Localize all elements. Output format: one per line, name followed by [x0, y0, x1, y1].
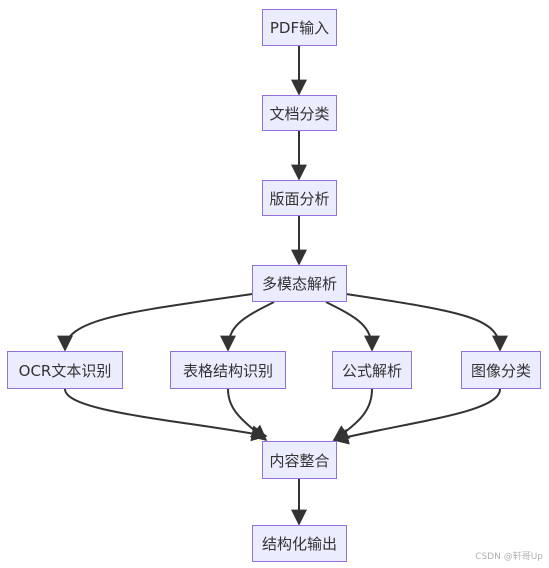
- edge-table-to-merge: [227, 388, 268, 442]
- edge-ocr-to-merge: [64, 388, 268, 442]
- node-multimodal-parse-label: 多模态解析: [261, 275, 337, 293]
- node-doc-classify: 文档分类: [262, 95, 337, 131]
- watermark-text: CSDN @轩哥Up: [475, 552, 543, 562]
- node-structured-output: 结构化输出: [252, 525, 347, 562]
- node-formula-parse: 公式解析: [332, 351, 412, 389]
- node-multimodal-parse: 多模态解析: [252, 265, 347, 302]
- node-pdf-input-label: PDF输入: [269, 19, 330, 37]
- node-image-classify: 图像分类: [461, 351, 541, 389]
- node-pdf-input: PDF输入: [262, 9, 337, 46]
- edge-multimodal-to-formula: [325, 301, 380, 352]
- node-formula-parse-label: 公式解析: [341, 361, 402, 380]
- node-layout-analysis-label: 版面分析: [269, 189, 330, 208]
- node-content-merge-label: 内容整合: [269, 451, 330, 470]
- node-table-recog-label: 表格结构识别: [182, 361, 273, 380]
- node-doc-classify-label: 文档分类: [269, 104, 330, 123]
- node-ocr: OCR文本识别: [7, 351, 123, 389]
- node-image-classify-label: 图像分类: [470, 361, 531, 380]
- edge-image-to-merge: [332, 388, 501, 445]
- edge-multimodal-to-image: [345, 293, 508, 352]
- node-structured-output-label: 结构化输出: [261, 535, 337, 553]
- edge-multimodal-to-table: [220, 301, 275, 352]
- node-content-merge: 内容整合: [262, 441, 337, 479]
- node-table-recog: 表格结构识别: [170, 351, 286, 389]
- node-layout-analysis: 版面分析: [262, 180, 337, 216]
- edge-multimodal-to-ocr: [57, 293, 253, 352]
- node-ocr-label: OCR文本识别: [18, 361, 112, 380]
